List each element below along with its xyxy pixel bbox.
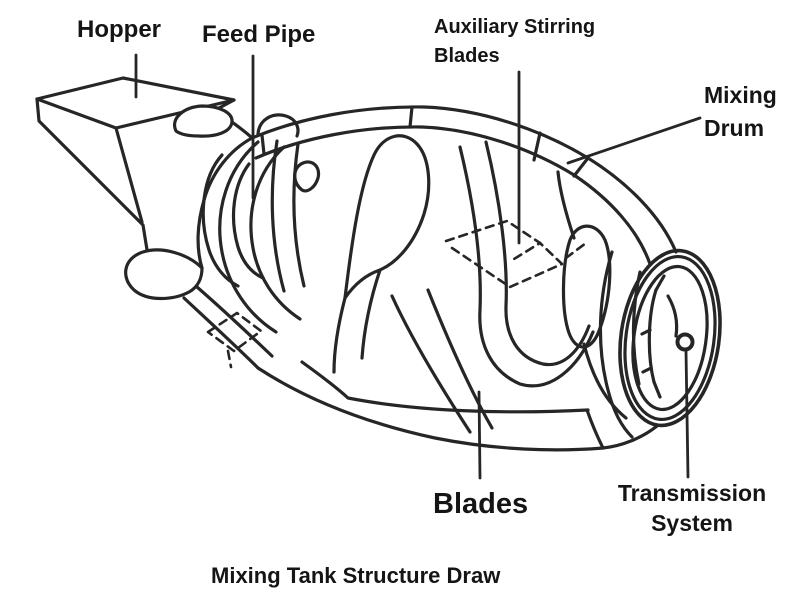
hub-pin bbox=[675, 332, 695, 352]
hopper-label: Hopper bbox=[77, 16, 161, 43]
blades-leader-line bbox=[477, 390, 482, 480]
rim-seam-3 bbox=[532, 131, 542, 162]
rim-bump bbox=[256, 113, 300, 138]
ring-mid bbox=[623, 254, 717, 422]
feed-pipe-shape bbox=[173, 104, 300, 288]
ring-interior-seam-2 bbox=[652, 380, 662, 399]
drum-rim-inner bbox=[254, 125, 652, 266]
drum-bottom-outer bbox=[256, 366, 605, 452]
feed-pipe-outer-curve bbox=[201, 153, 240, 288]
blade-center-1 bbox=[458, 145, 595, 388]
ring-interior-tick-1 bbox=[640, 328, 652, 336]
mixing-drum-label: Mixing Drum bbox=[704, 82, 777, 142]
blade-ribbon-1b bbox=[249, 145, 302, 321]
blade-right-loop-tail-top bbox=[556, 170, 576, 240]
blade-sweep-1b bbox=[426, 288, 494, 430]
hopper-funnel-front-edge bbox=[114, 126, 144, 224]
drum-left-edge bbox=[196, 136, 254, 270]
rim-seam-2 bbox=[408, 105, 414, 129]
blades-label: Blades bbox=[433, 488, 529, 520]
diagram-caption: Mixing Tank Structure Draw bbox=[211, 563, 501, 588]
transmission-system-label: Transmission System bbox=[617, 480, 767, 536]
auxiliary-stirring-blades-label: Auxiliary Stirring Blades bbox=[434, 16, 596, 67]
dashed-diamond bbox=[206, 311, 263, 353]
support-arm-bottom bbox=[182, 296, 260, 370]
bottom-ring-joint bbox=[601, 424, 659, 450]
transmission-leader-line bbox=[684, 349, 690, 479]
ring-outer bbox=[618, 248, 722, 428]
leader-lines bbox=[134, 53, 702, 480]
rim-seam-1 bbox=[260, 133, 266, 156]
front-bracket-curl bbox=[124, 248, 204, 301]
hopper-funnel-left-edge bbox=[35, 97, 150, 258]
blade-teardrop-small bbox=[293, 160, 321, 193]
mixing-drum-shape bbox=[124, 105, 678, 452]
support-arm-top bbox=[195, 285, 274, 358]
blade-big-loop-tail-right bbox=[360, 268, 382, 360]
ring-interior-arc bbox=[647, 288, 658, 384]
blade-right-loop-tail-bottom bbox=[582, 342, 628, 420]
dashed-diamond-tail bbox=[226, 349, 233, 369]
bottom-cone-seam bbox=[585, 408, 605, 450]
feed-collar bbox=[173, 104, 234, 138]
mixing-drum-leader-line bbox=[566, 116, 702, 165]
blade-ribbon-2b bbox=[292, 142, 306, 288]
feed-collar-joint bbox=[230, 120, 254, 140]
blade-ribbon-1a bbox=[218, 140, 278, 334]
ring-inner bbox=[631, 264, 709, 412]
blade-ribbon-2a bbox=[270, 139, 286, 293]
blade-right-loop bbox=[561, 224, 612, 349]
dashed-zigzag-2 bbox=[450, 241, 564, 289]
ring-interior-tick-2 bbox=[641, 366, 653, 374]
feed-pipe-inner-curve bbox=[231, 162, 265, 280]
blade-big-loop bbox=[343, 134, 431, 300]
blade-big-loop-tail-left bbox=[332, 296, 347, 374]
auxiliary-blades-hidden-lines bbox=[206, 219, 588, 369]
rim-seam-4 bbox=[572, 156, 590, 178]
drum-rim-outer bbox=[250, 105, 678, 254]
blade-sweep-1a bbox=[390, 294, 472, 434]
transmission-ring bbox=[618, 248, 722, 428]
ring-interior-seam-1 bbox=[654, 274, 666, 292]
spiral-blades-shape bbox=[218, 134, 628, 434]
feed-pipe-label: Feed Pipe bbox=[202, 21, 316, 48]
blade-center-2 bbox=[484, 140, 591, 367]
drum-bottom-inner bbox=[300, 360, 590, 414]
dashed-zigzag-1 bbox=[444, 219, 542, 261]
dashed-tick bbox=[564, 241, 588, 260]
interior-cone-edge bbox=[598, 250, 634, 439]
ring-interior-arc-right bbox=[666, 294, 679, 338]
